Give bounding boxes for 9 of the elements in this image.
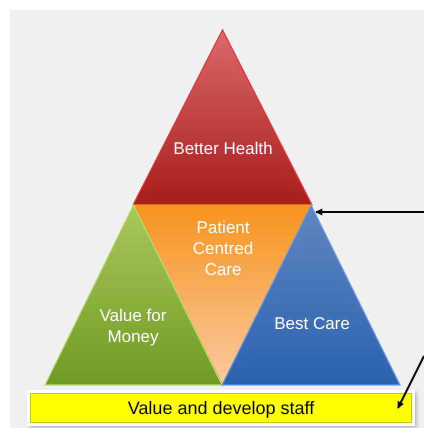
triangle-label: Best Care	[273, 313, 351, 334]
arrow	[397, 356, 424, 409]
banner-box	[30, 393, 412, 423]
banner-text: Value and develop staff	[128, 398, 314, 418]
triangle-label: Better Health	[173, 138, 273, 159]
triangle	[133, 30, 312, 205]
triangle-label: Patient Centred Care	[192, 217, 254, 280]
triangle-label: Value for Money	[98, 305, 168, 347]
arrow	[315, 208, 424, 216]
